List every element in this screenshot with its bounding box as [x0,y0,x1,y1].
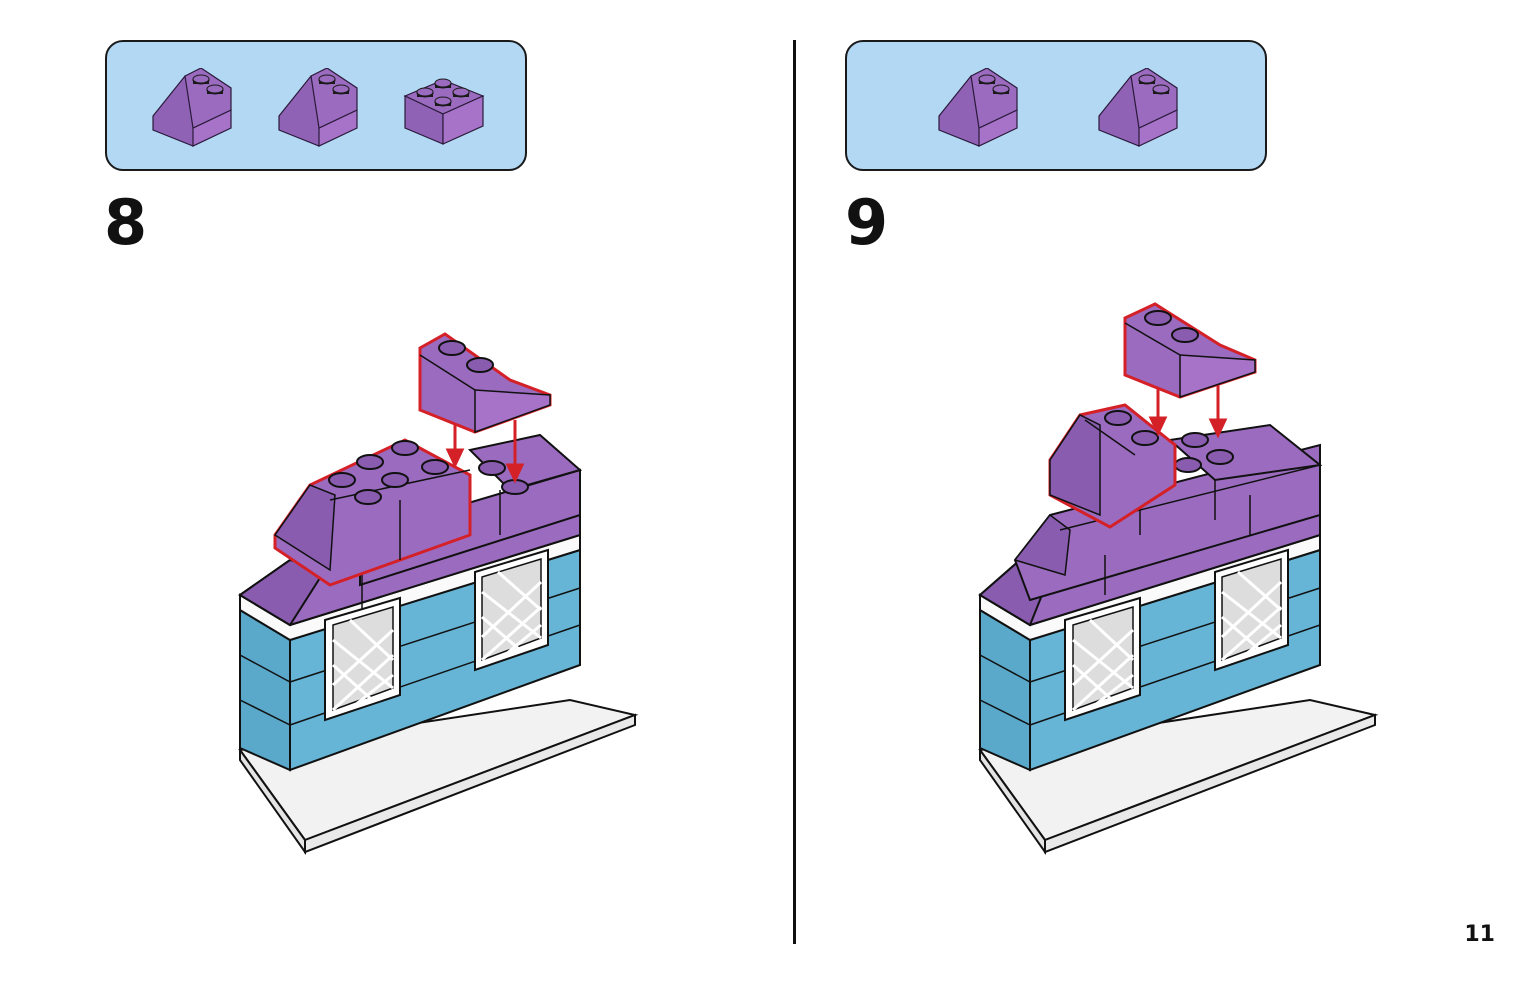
window [324,596,401,722]
placement-arrow [445,420,525,484]
page-number: 11 [1464,922,1495,947]
slope-brick-icon [938,68,1018,147]
step-number-9: 9 [845,186,889,259]
slope-brick-icon [278,68,358,147]
step-9-model-illustration [978,302,1379,856]
step-number-8: 8 [104,186,148,259]
slope-brick-icon [152,68,232,147]
slope-brick-icon [1098,68,1178,147]
window [474,548,549,672]
brick-2x2-icon [403,78,485,145]
placement-arrow [1148,385,1228,439]
page-divider [793,40,796,944]
parts-callout-step-8 [105,40,527,171]
window [1214,548,1289,672]
step-8-model-illustration [238,332,639,856]
parts-callout-step-9 [845,40,1267,171]
window [1064,596,1141,722]
